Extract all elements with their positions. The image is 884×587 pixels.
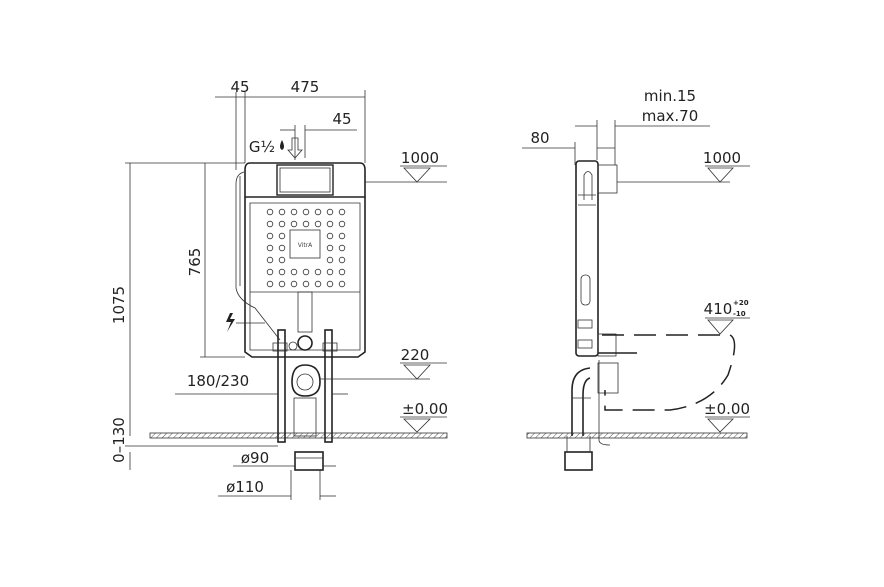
frame-perforations [266,208,346,288]
level-floor-side: ±0.00 [704,400,750,418]
dim-pipe-110: ø110 [226,478,264,496]
perforation-dot [290,220,298,228]
dim-pipe-90: ø90 [241,449,269,467]
level-top-side: 1000 [703,149,741,167]
perforation-dot [266,220,274,228]
perforation-dot [338,244,346,252]
level-top-front: 1000 [401,149,439,167]
perforation-dot [278,220,286,228]
perforation-dot [338,256,346,264]
perforation-dot [302,280,310,288]
perforation-dot [266,232,274,240]
dim-depth: 80 [530,129,549,147]
electric-connection-icon [226,313,235,332]
perforation-dot [302,220,310,228]
inlet-thread: G½ [249,138,275,156]
perforation-dot [314,220,322,228]
perforation-dot [326,220,334,228]
perforation-dot [266,280,274,288]
perforation-dot [290,208,298,216]
perforation-dot [278,256,286,264]
level-seat: 410 [704,300,733,318]
dim-max: max.70 [642,107,699,125]
perforation-dot [278,244,286,252]
perforation-dot [338,208,346,216]
dim-frame-height: 765 [186,248,204,277]
front-view: VitrA 45 475 [110,78,448,500]
perforation-dot [326,256,334,264]
perforation-dot [326,268,334,276]
brand-logo: VitrA [298,242,313,249]
level-drain: 220 [401,346,430,364]
perforation-dot [326,208,334,216]
water-drop-icon [280,140,284,150]
perforation-dot [338,268,346,276]
perforation-dot [266,256,274,264]
side-view: min.15 max.70 80 [522,87,750,471]
perforation-dot [278,268,286,276]
perforation-dot [338,232,346,240]
cistern-side [564,160,637,471]
perforation-dot [278,280,286,288]
water-inlet-arrow-icon [287,137,303,159]
dim-inlet-offset: 45 [332,110,351,128]
perforation-dot [314,280,322,288]
dim-floor-adjust: 0–130 [110,417,128,463]
perforation-dot [338,280,346,288]
perforation-dot [266,208,274,216]
perforation-dot [314,208,322,216]
perforation-dot [302,268,310,276]
dim-min: min.15 [644,87,696,105]
floor-front [149,432,448,439]
perforation-dot [278,208,286,216]
wc-bowl-outline [602,334,736,411]
dim-width: 475 [291,78,320,96]
dim-total-height: 1075 [110,286,128,324]
perforation-dot [326,280,334,288]
level-floor-front: ±0.00 [402,400,448,418]
perforation-dot [266,244,274,252]
perforation-dot [290,268,298,276]
perforation-dot [314,268,322,276]
seat-tol-plus: +20 [733,299,749,307]
perforation-dot [266,268,274,276]
cistern-frame: VitrA [235,162,366,471]
seat-tol-minus: -10 [733,310,746,318]
dim-left-offset: 45 [230,78,249,96]
perforation-dot [278,232,286,240]
perforation-dot [326,232,334,240]
dim-drain-spacing: 180/230 [187,372,249,390]
perforation-dot [302,208,310,216]
perforation-dot [326,244,334,252]
perforation-dot [290,280,298,288]
perforation-dot [338,220,346,228]
floor-side [526,432,748,439]
